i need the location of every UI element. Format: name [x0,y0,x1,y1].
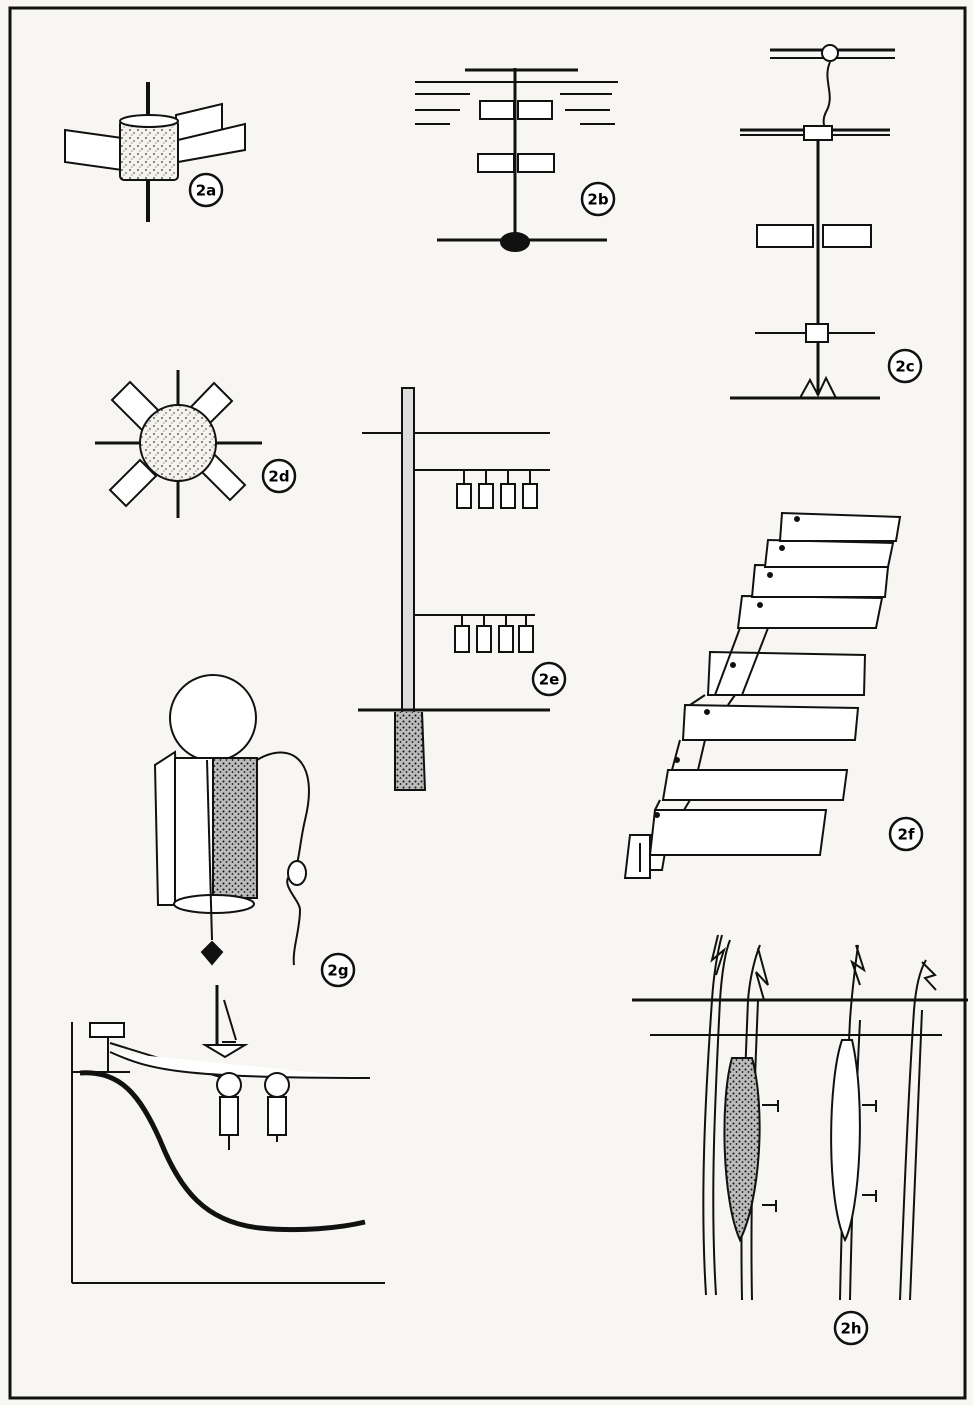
label-2g: 2g [320,952,356,988]
label-2b: 2b [580,181,616,217]
figure-2d-radial-vane-trap [95,370,262,518]
figure-2h-stem-traps [632,934,968,1301]
label-2d: 2d [261,458,297,494]
label-2c: 2c [887,348,923,384]
figure-2a-spinning-disc-trap [64,82,246,222]
label-2a: 2a [188,172,224,208]
svg-text:2a: 2a [196,182,217,200]
figure-2g-cylinder-trap-and-bank [71,674,385,1284]
svg-text:2e: 2e [539,671,560,689]
svg-text:2d: 2d [268,468,289,486]
figure-2c-tall-trap-column [730,44,895,400]
svg-text:2h: 2h [840,1320,861,1338]
figure-2b-submerged-trap [415,68,618,252]
page-frame [8,6,967,1400]
label-2f: 2f [888,816,924,852]
svg-text:2g: 2g [327,962,348,980]
svg-text:2b: 2b [587,191,608,209]
figure-2f-slatted-ramp [623,511,902,879]
label-2h: 2h [833,1310,869,1346]
svg-text:2c: 2c [895,358,914,376]
svg-text:2f: 2f [898,826,915,844]
label-2e: 2e [531,661,567,697]
figure-2e-pole-with-bottles [358,387,550,791]
